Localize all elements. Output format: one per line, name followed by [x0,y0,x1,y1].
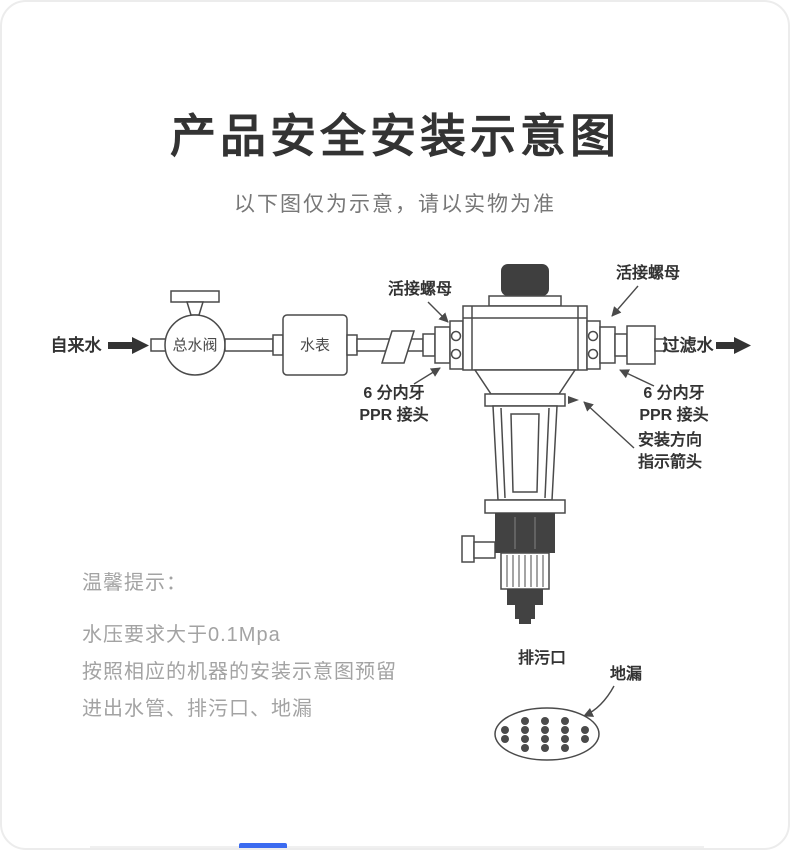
filter-unit [461,264,588,624]
pipe-segment [224,338,274,352]
ppr-right-label-line2: PPR 接头 [639,405,708,424]
ppr-left-label-line1: 6 分内牙 [363,383,424,402]
pipe-segment [150,338,167,352]
main-valve-label: 总水阀 [172,337,217,354]
union-fitting-left [422,320,464,370]
tip-line: 水压要求大于0.1Mpa [82,624,281,646]
ppr-right-label-line1: 6 分内牙 [643,383,704,402]
drain-outlet-label: 排污口 [518,648,566,667]
union-nut-right-label: 活接螺母 [616,263,680,282]
filtered-water-label: 过滤水 [663,335,715,355]
installation-diagram: 自来水 总水阀 水表 活接螺母 活接螺母 6 分内牙 PPR 接头 6 分内牙 … [51,263,751,761]
page-subtitle: 以下图仅为示意，请以实物为准 [234,193,556,216]
tip-line: 进出水管、排污口、地漏 [82,698,313,720]
leader-ppr-right [619,369,655,387]
floor-drain [494,707,600,761]
leader-union-nut-right [611,285,639,317]
leader-direction [583,401,635,449]
leader-floor-drain [583,685,615,717]
direction-arrow-icon [568,396,579,404]
ppr-left-label-line2: PPR 接头 [359,405,428,424]
union-fitting-right [586,320,666,370]
direction-label-line1: 安装方向 [638,430,702,449]
union-nut-left-label: 活接螺母 [388,279,452,298]
page-title: 产品安全安装示意图 [170,110,620,162]
tips-block: 温馨提示： 水压要求大于0.1Mpa 按照相应的机器的安装示意图预留 进出水管、… [82,566,397,728]
main-valve [164,290,226,376]
leader-ppr-left [413,367,441,385]
leader-union-nut-left [427,301,449,323]
floor-drain-label: 地漏 [610,664,642,683]
tip-line: 按照相应的机器的安装示意图预留 [82,661,397,683]
water-meter-label: 水表 [300,337,330,354]
pipe-coupling [380,330,416,364]
flow-arrow-outlet-icon [716,337,751,354]
tap-water-label: 自来水 [51,335,103,355]
next-section-peek [239,843,287,848]
direction-label-line2: 指示箭头 [638,452,702,471]
drain-holes [501,717,589,752]
tips-heading: 温馨提示： [82,572,187,594]
flow-arrow-inlet-icon [108,337,149,354]
next-section-divider [90,846,704,848]
